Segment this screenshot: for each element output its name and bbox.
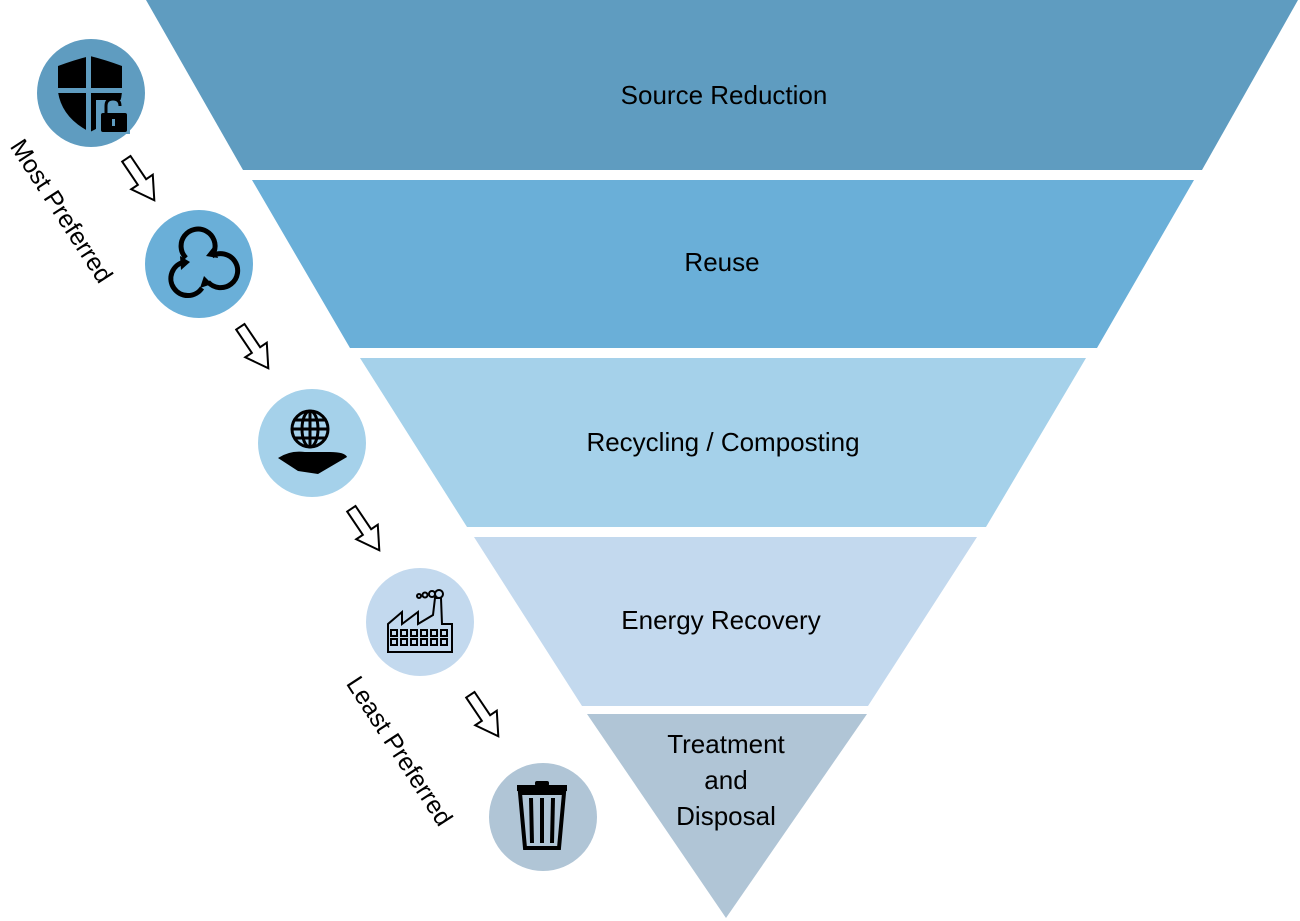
factory-icon <box>387 589 453 653</box>
factory-window <box>400 629 408 637</box>
trash-can-icon <box>517 781 567 850</box>
down-arrow-icon <box>234 322 270 370</box>
factory-window <box>410 638 418 646</box>
factory-window <box>440 638 448 646</box>
factory-window <box>430 638 438 646</box>
down-arrow-icon <box>345 504 381 552</box>
globe-hand-icon <box>278 409 347 474</box>
label-recycling-composting: Recycling / Composting <box>586 427 859 457</box>
label-treatment: Treatment <box>667 729 785 759</box>
label-energy-recovery: Energy Recovery <box>621 605 820 635</box>
down-arrow-icon <box>120 154 156 202</box>
factory-window <box>400 638 408 646</box>
band-energy-recovery <box>474 537 977 706</box>
factory-window <box>390 629 398 637</box>
shield-lock-icon <box>58 56 130 134</box>
recycle-cycle-icon <box>168 226 241 299</box>
factory-window <box>420 638 428 646</box>
label-and: and <box>704 765 747 795</box>
icon-circle-reuse <box>145 210 253 318</box>
band-reuse <box>252 180 1194 348</box>
icon-circle-recycling <box>258 389 366 497</box>
factory-window <box>410 629 418 637</box>
label-disposal: Disposal <box>676 801 776 831</box>
band-treatment-disposal <box>587 714 867 918</box>
factory-window <box>430 629 438 637</box>
factory-window <box>440 629 448 637</box>
most-preferred-label: Most Preferred <box>4 134 118 288</box>
band-source-reduction <box>146 0 1298 170</box>
factory-window <box>420 629 428 637</box>
down-arrow-icon <box>464 690 500 738</box>
factory-window <box>390 638 398 646</box>
label-source-reduction: Source Reduction <box>621 80 828 110</box>
band-recycling-composting <box>360 358 1086 527</box>
least-preferred-label: Least Preferred <box>340 671 457 831</box>
label-reuse: Reuse <box>684 247 759 277</box>
